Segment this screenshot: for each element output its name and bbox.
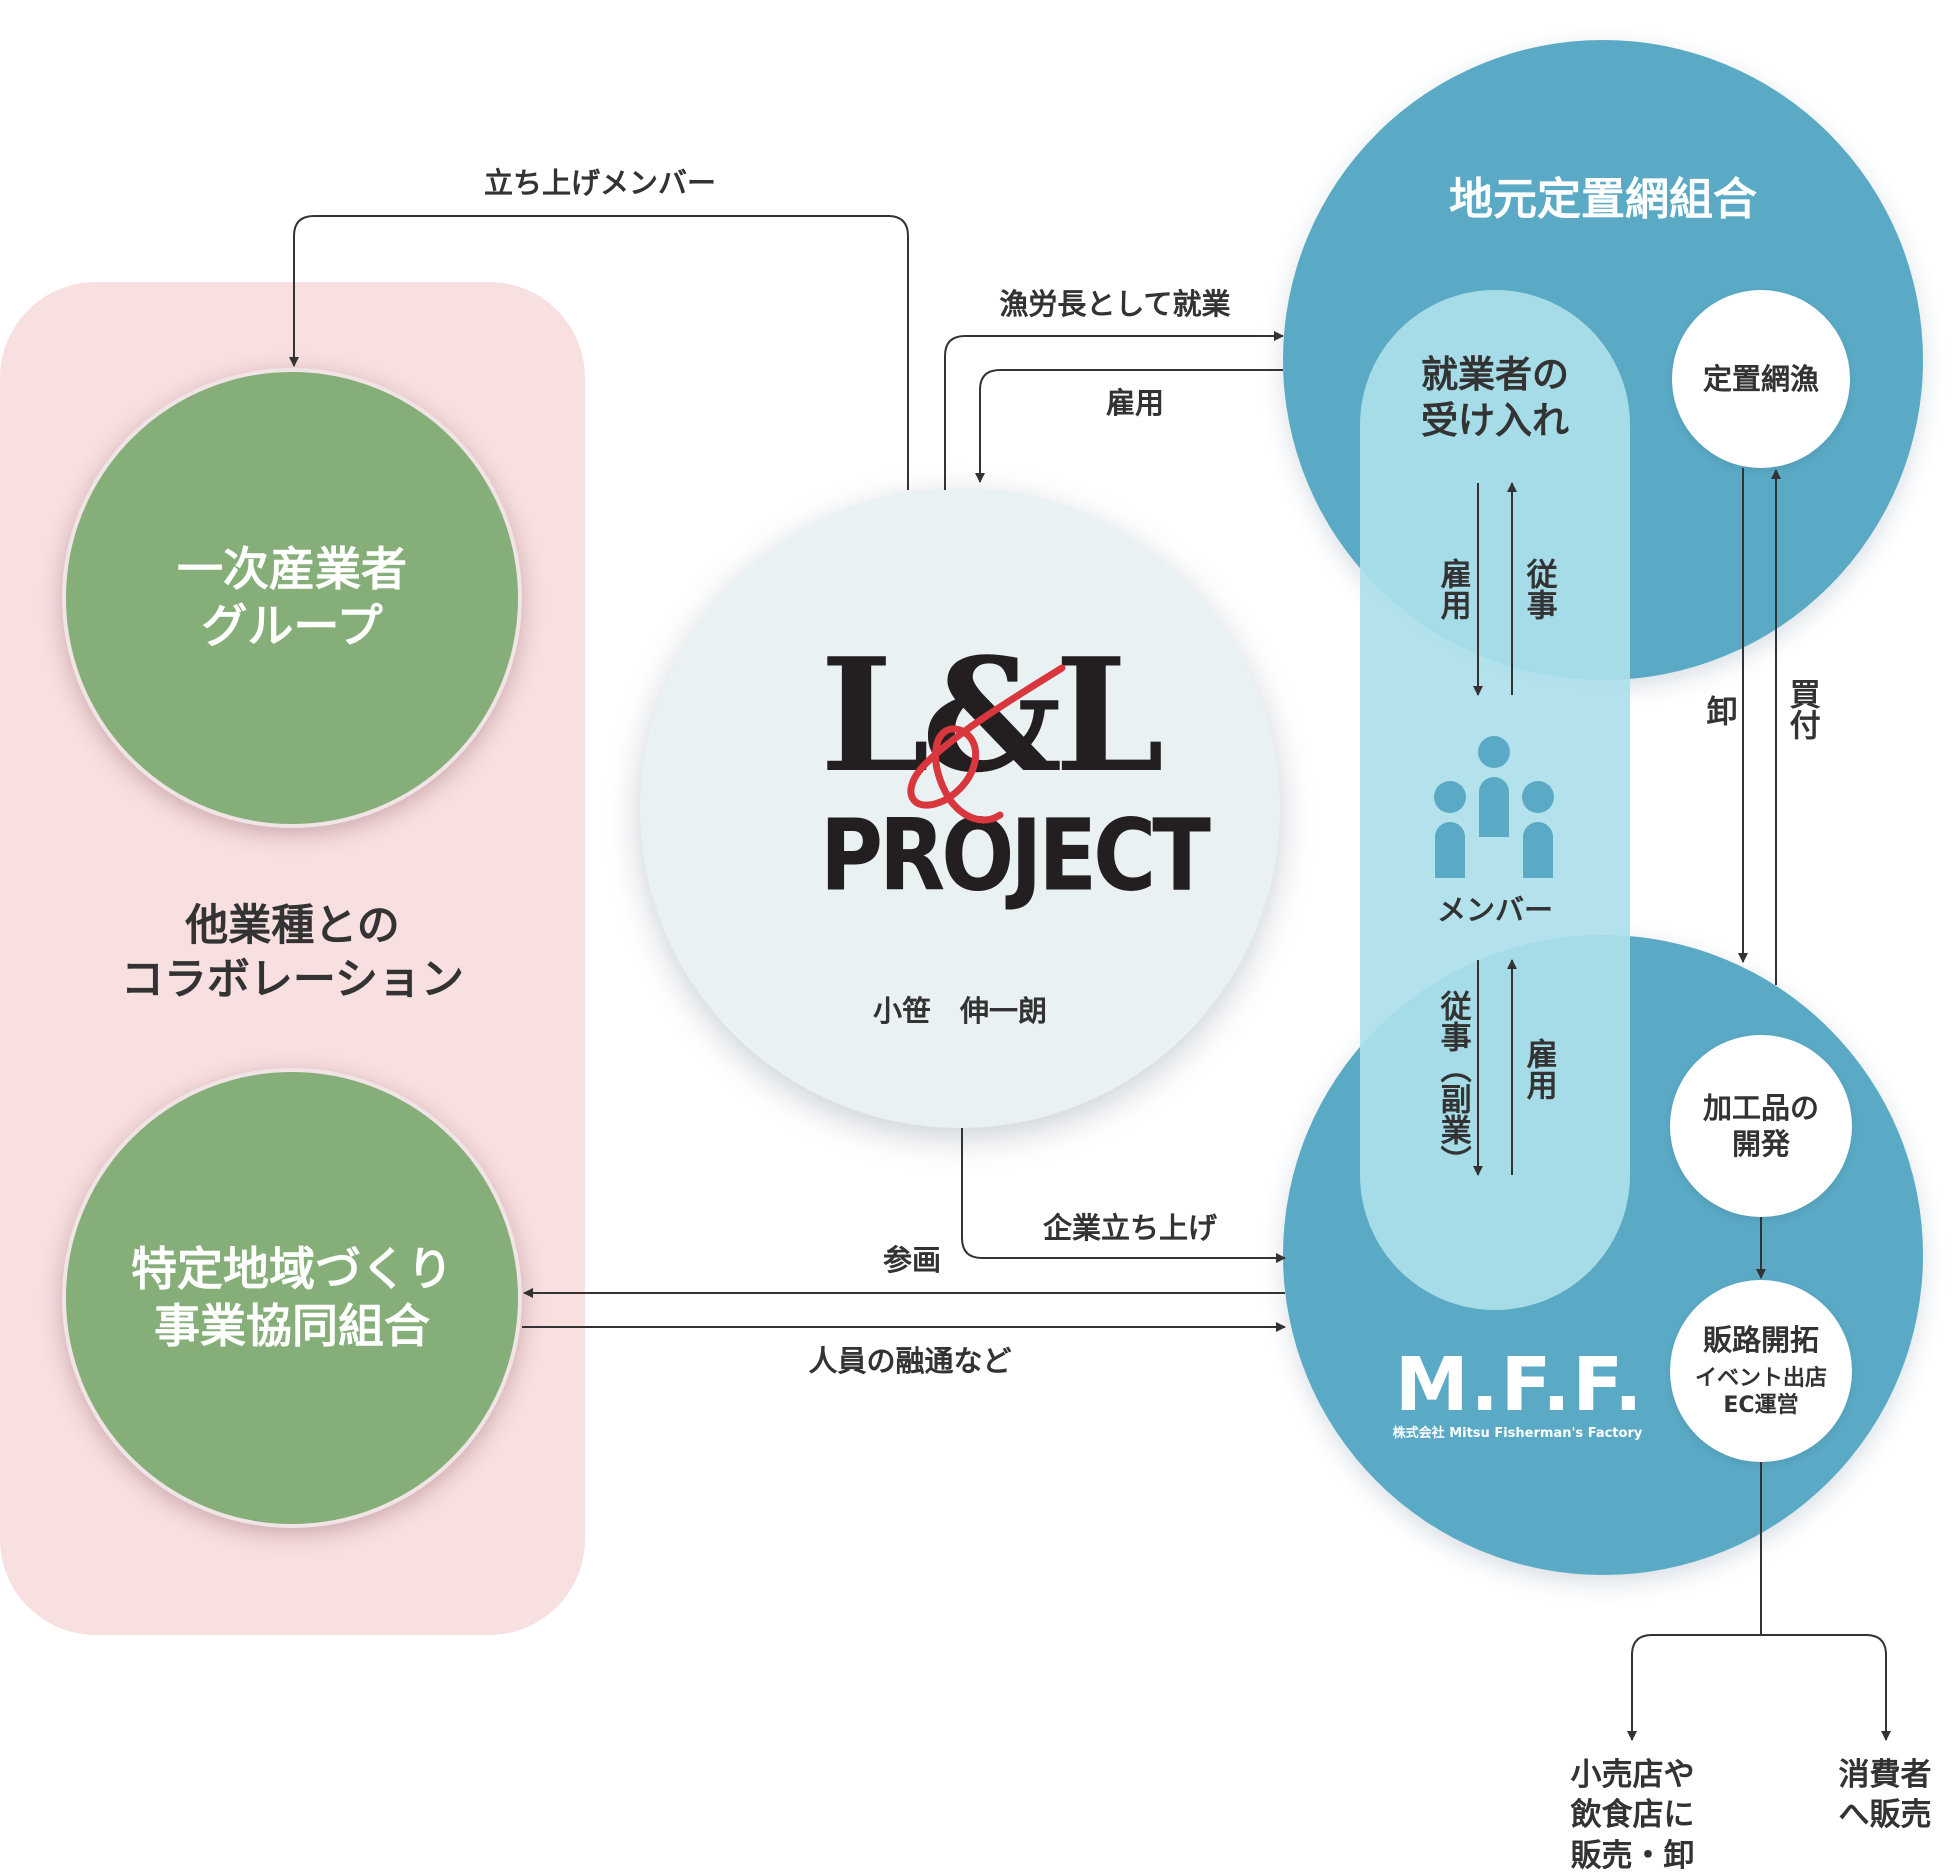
mff-company-name: 株式会社 Mitsu Fisherman's Factory: [1392, 1426, 1643, 1441]
sales-channel-disc: 販路開拓 イベント出店 EC運営: [1670, 1280, 1852, 1462]
company-launch-label: 企業立ち上げ: [1042, 1211, 1217, 1245]
ll-ampersand-swoosh: [907, 664, 1066, 824]
coop-engage-vertical-label: 従事: [1520, 558, 1557, 620]
primary-industry-group-circle: 一次産業者 グループ: [62, 368, 522, 828]
consumer-outlet-arrow: [1761, 1634, 1891, 1741]
fixed-net-fishing-disc: 定置網漁: [1672, 290, 1850, 468]
mff-employ-vertical-label: 雇用: [1520, 1038, 1557, 1100]
members-icon: [1432, 733, 1557, 878]
product-development-label: 加工品の 開発: [1702, 1090, 1819, 1161]
wholesale-label: 卸: [1700, 695, 1737, 726]
coop-employ-arrow: [975, 369, 1283, 483]
retail-outlet-arrow: [1627, 1634, 1761, 1741]
fishing-master-label: 漁労長として就業: [999, 287, 1231, 321]
founding-member-label: 立ち上げメンバー: [483, 166, 716, 200]
sales-channel-detail: イベント出店 EC運営: [1694, 1365, 1827, 1419]
purchase-label: 買付: [1783, 678, 1820, 740]
company-launch-arrow: [961, 1128, 1286, 1263]
staffing-label: 人員の融通など: [808, 1344, 1012, 1378]
planning-label: 参画: [882, 1243, 941, 1277]
regional-union-label: 特定地域づくり 事業協同組合: [131, 1241, 453, 1354]
coop-employ-label: 雇用: [1105, 386, 1164, 420]
sales-channel-title: 販路開拓: [1702, 1323, 1819, 1358]
consumer-outlet-label: 消費者 へ販売: [1838, 1757, 1932, 1834]
cooperative-title: 地元定置網組合: [1449, 174, 1757, 225]
fishing-master-arrow: [944, 331, 1284, 490]
members-label: メンバー: [1436, 893, 1553, 927]
founding-member-arrow: [289, 215, 909, 490]
retail-outlet-label: 小売店や 飲食店に 販売・卸: [1570, 1757, 1695, 1874]
coop-employ-vertical-label: 雇用: [1434, 558, 1471, 620]
engage-side-job-label: 従事（副業）: [1434, 990, 1471, 1176]
representative-name: 小笹 伸一朗: [872, 994, 1047, 1028]
regional-union-circle: 特定地域づくり 事業協同組合: [62, 1068, 522, 1528]
worker-intake-label: 就業者の 受け入れ: [1421, 353, 1569, 443]
collaboration-title: 他業種との コラボレーション: [120, 901, 465, 1005]
mff-logo: M.F.F.: [1395, 1342, 1645, 1428]
fixed-net-fishing-label: 定置網漁: [1702, 361, 1819, 396]
product-development-disc: 加工品の 開発: [1670, 1035, 1852, 1217]
primary-industry-group-label: 一次産業者 グループ: [177, 541, 407, 654]
